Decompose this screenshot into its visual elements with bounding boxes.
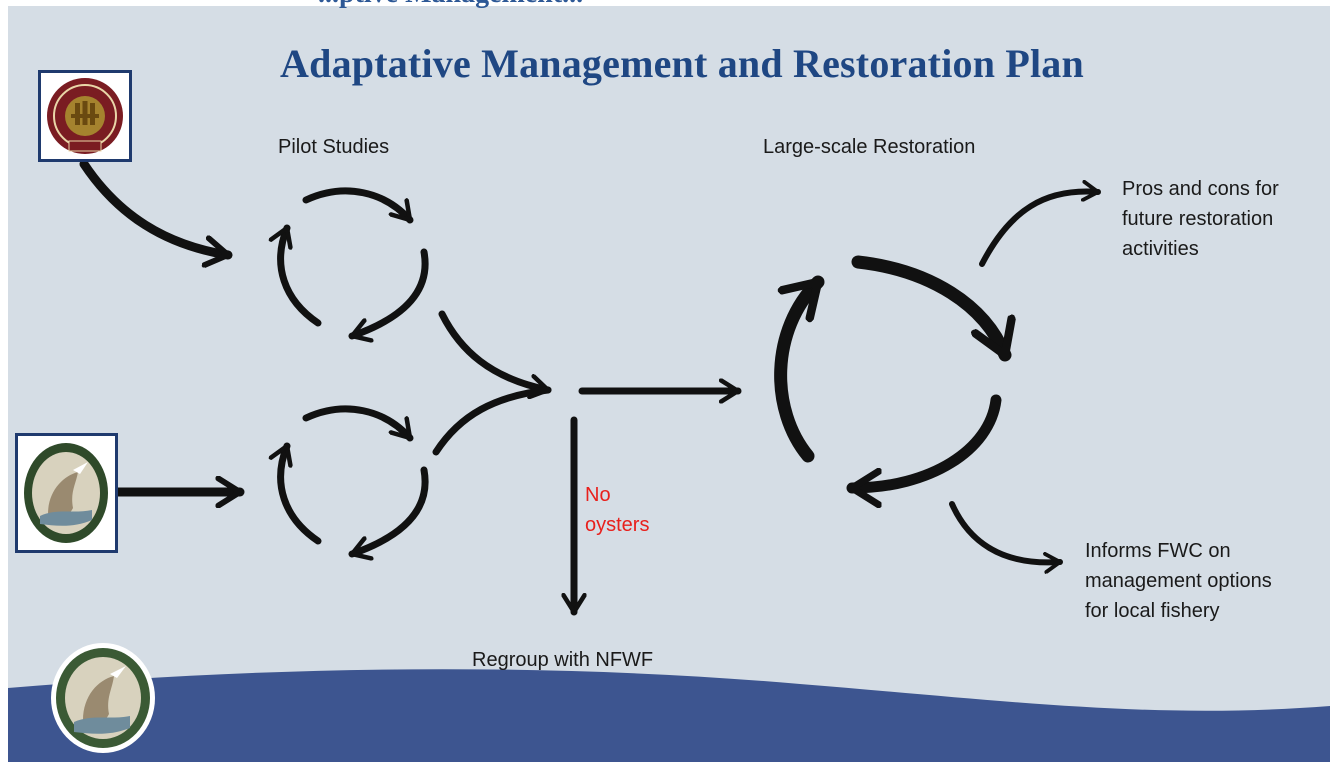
- arrow-to-pros-cons: [979, 192, 1101, 267]
- fsu-seal-logo: [38, 70, 132, 162]
- fwc-seal-bottom-icon: [51, 643, 155, 753]
- label-informs-line-1: Informs FWC on: [1085, 540, 1231, 562]
- label-pros-cons: Pros and cons for future restoration act…: [1122, 174, 1279, 264]
- label-pilot-studies: Pilot Studies: [278, 136, 390, 158]
- cropped-previous-title: ...ptive Management...: [318, 0, 583, 10]
- label-no-oysters: No oysters: [585, 480, 649, 540]
- label-pros-cons-line-2: future restoration: [1122, 208, 1274, 230]
- label-no-oysters-line-2: oysters: [585, 514, 650, 536]
- arrow-to-informs: [949, 501, 1063, 562]
- slide-title: Adaptative Management and Restoration Pl…: [280, 41, 1084, 86]
- fwc-seal-icon: [24, 443, 108, 543]
- label-informs-line-3: for local fishery: [1085, 600, 1220, 622]
- fwc-seal-logo-bottom: [48, 640, 158, 756]
- arrow-fsu-to-pilot: [79, 159, 233, 255]
- label-informs-line-2: management options: [1085, 570, 1272, 592]
- pilot-cycle-lower: [281, 405, 429, 554]
- label-pros-cons-line-1: Pros and cons for: [1122, 178, 1279, 200]
- pilot-cycle-upper: [281, 187, 429, 336]
- large-scale-cycle: [774, 255, 1005, 488]
- label-no-oysters-line-1: No: [585, 484, 611, 506]
- arrow-lower-to-junction: [432, 386, 552, 456]
- fsu-seal-icon: [47, 78, 123, 154]
- fwc-seal-logo: [15, 433, 118, 553]
- label-informs-fwc: Informs FWC on management options for lo…: [1085, 536, 1272, 626]
- slide-background: [8, 6, 1330, 762]
- label-large-scale-restoration: Large-scale Restoration: [763, 136, 976, 158]
- label-regroup-nfwf: Regroup with NFWF: [472, 649, 654, 671]
- label-pros-cons-line-3: activities: [1122, 238, 1199, 260]
- arrow-upper-to-junction: [438, 310, 552, 390]
